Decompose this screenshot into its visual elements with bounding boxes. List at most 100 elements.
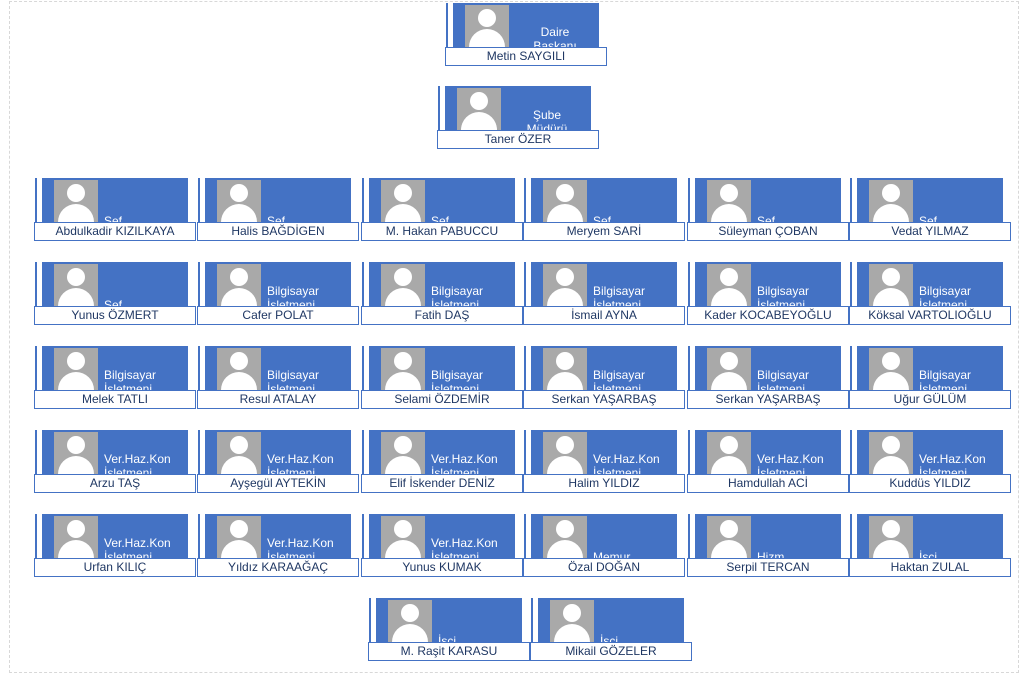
person-placeholder-icon [217, 264, 261, 310]
person-placeholder-icon [388, 600, 432, 646]
org-card-daire-baskani: Daire Başkanı Metin SAYGILI [445, 3, 607, 75]
person-placeholder-icon [217, 180, 261, 226]
card-name: Halis BAĞDİGEN [197, 222, 359, 241]
person-placeholder-icon [707, 180, 751, 226]
card-name: Yunus KUMAK [361, 558, 523, 577]
person-placeholder-icon [381, 180, 425, 226]
person-placeholder-icon [869, 180, 913, 226]
card-name: M. Hakan PABUCCU [361, 222, 523, 241]
card-name: Ayşegül AYTEKİN [197, 474, 359, 493]
card-name: Vedat YILMAZ [849, 222, 1011, 241]
person-placeholder-icon [707, 432, 751, 478]
org-chart-frame [9, 1, 1019, 673]
person-placeholder-icon [707, 516, 751, 562]
card-name: Elif İskender DENİZ [361, 474, 523, 493]
person-placeholder-icon [381, 348, 425, 394]
person-placeholder-icon [54, 516, 98, 562]
person-placeholder-icon [381, 516, 425, 562]
person-placeholder-icon [465, 5, 509, 51]
card-name: Abdulkadir KIZILKAYA [34, 222, 196, 241]
person-placeholder-icon [54, 432, 98, 478]
person-placeholder-icon [543, 264, 587, 310]
card-name: Serkan YAŞARBAŞ [687, 390, 849, 409]
card-name: Cafer POLAT [197, 306, 359, 325]
card-name: Halim YILDIZ [523, 474, 685, 493]
card-name: Arzu TAŞ [34, 474, 196, 493]
person-placeholder-icon [381, 264, 425, 310]
card-name: Meryem SARİ [523, 222, 685, 241]
person-placeholder-icon [707, 348, 751, 394]
person-placeholder-icon [381, 432, 425, 478]
person-placeholder-icon [54, 348, 98, 394]
person-placeholder-icon [869, 432, 913, 478]
card-name: Urfan KILIÇ [34, 558, 196, 577]
person-placeholder-icon [217, 432, 261, 478]
card-name: M. Raşit KARASU [368, 642, 530, 661]
person-placeholder-icon [54, 264, 98, 310]
card-name: Haktan ZULAL [849, 558, 1011, 577]
person-placeholder-icon [543, 180, 587, 226]
person-placeholder-icon [217, 348, 261, 394]
card-name: Uğur GÜLÜM [849, 390, 1011, 409]
card-name: Melek TATLI [34, 390, 196, 409]
card-name: İsmail AYNA [523, 306, 685, 325]
card-name: Serpil TERCAN [687, 558, 849, 577]
card-name: Metin SAYGILI [445, 47, 607, 66]
person-placeholder-icon [869, 264, 913, 310]
person-placeholder-icon [217, 516, 261, 562]
card-name: Kuddüs YILDIZ [849, 474, 1011, 493]
card-name: Süleyman ÇOBAN [687, 222, 849, 241]
card-name: Selami ÖZDEMİR [361, 390, 523, 409]
card-name: Kader KOCABEYOĞLU [687, 306, 849, 325]
card-name: Köksal VARTOLIOĞLU [849, 306, 1011, 325]
person-placeholder-icon [543, 432, 587, 478]
card-name: Hamdullah ACİ [687, 474, 849, 493]
card-name: Taner ÖZER [437, 130, 599, 149]
person-placeholder-icon [869, 516, 913, 562]
card-name: Mikail GÖZELER [530, 642, 692, 661]
person-placeholder-icon [457, 88, 501, 134]
person-placeholder-icon [707, 264, 751, 310]
card-name: Özal DOĞAN [523, 558, 685, 577]
card-name: Yıldız KARAAĞAÇ [197, 558, 359, 577]
card-name: Fatih DAŞ [361, 306, 523, 325]
person-placeholder-icon [550, 600, 594, 646]
person-placeholder-icon [54, 180, 98, 226]
card-name: Resul ATALAY [197, 390, 359, 409]
person-placeholder-icon [543, 348, 587, 394]
org-card: Hizm.Serpil TERCAN [687, 514, 849, 586]
person-placeholder-icon [543, 516, 587, 562]
person-placeholder-icon [869, 348, 913, 394]
card-name: Serkan YAŞARBAŞ [523, 390, 685, 409]
